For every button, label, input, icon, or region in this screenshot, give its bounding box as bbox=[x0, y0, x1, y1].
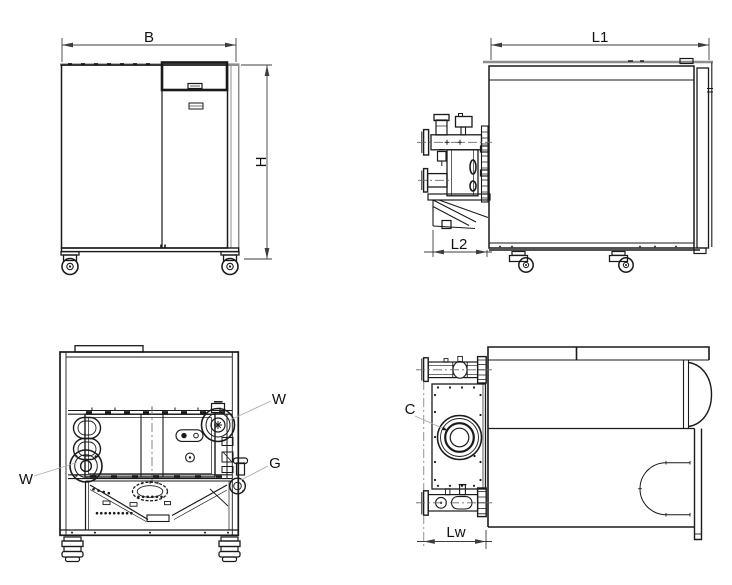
top-body bbox=[487, 346, 713, 541]
side-caster-rear bbox=[608, 250, 634, 273]
rear-foot-right bbox=[218, 536, 241, 563]
front-caster-left bbox=[60, 250, 80, 276]
side-hydraulic-assembly bbox=[417, 113, 492, 230]
dimension-l1: L1 bbox=[490, 29, 710, 60]
c-label: C bbox=[405, 401, 416, 418]
water-connection-lower bbox=[69, 449, 103, 483]
dimension-b: B bbox=[61, 29, 237, 62]
label-w-lower: W bbox=[19, 462, 78, 488]
dimension-lw-label: Lw bbox=[446, 524, 465, 541]
burner-chute-plate bbox=[427, 193, 491, 201]
arrowhead-icon bbox=[264, 248, 270, 259]
drain-valve bbox=[436, 150, 447, 162]
body-end-cap bbox=[688, 361, 713, 428]
arrowhead-icon bbox=[475, 539, 486, 544]
front-body bbox=[60, 61, 240, 253]
label-c: C bbox=[405, 401, 448, 431]
label-w-upper: W bbox=[229, 391, 287, 421]
side-view: L1 bbox=[417, 29, 713, 273]
flue-outlet bbox=[436, 414, 483, 461]
arrowhead-icon bbox=[433, 249, 444, 255]
dimension-b-label: B bbox=[144, 29, 154, 46]
nameplate bbox=[175, 429, 204, 442]
base-rail bbox=[60, 247, 240, 253]
top-pipe-upper bbox=[416, 355, 492, 384]
water-connection-upper bbox=[200, 401, 236, 443]
side-body bbox=[483, 57, 713, 255]
rear-panel bbox=[696, 67, 710, 249]
gas-connection bbox=[228, 457, 249, 495]
arrowhead-icon bbox=[225, 42, 236, 48]
g-label: G bbox=[269, 455, 281, 472]
rear-foot-left bbox=[61, 536, 84, 563]
top-pipe-lower bbox=[416, 483, 492, 518]
sensor-box bbox=[454, 115, 473, 128]
label-g: G bbox=[240, 455, 281, 481]
arrowhead-icon bbox=[264, 65, 270, 76]
rear-body-outline bbox=[59, 345, 240, 537]
rear-hopper bbox=[60, 480, 239, 534]
arrowhead-icon bbox=[476, 249, 487, 255]
grate bbox=[131, 481, 169, 502]
w-upper-label: W bbox=[272, 391, 287, 408]
arrowhead-icon bbox=[62, 42, 73, 48]
leader-arrowhead-icon bbox=[441, 426, 448, 431]
top-rear-panel bbox=[431, 383, 487, 490]
dimension-l1-label: L1 bbox=[592, 29, 609, 46]
side-caster-front bbox=[508, 250, 534, 273]
wall-flange-strip bbox=[480, 125, 489, 203]
bolted-flange bbox=[476, 487, 487, 518]
dimension-l2: L2 bbox=[424, 230, 492, 257]
dimension-h-label: H bbox=[253, 157, 270, 168]
arrowhead-icon bbox=[423, 539, 435, 544]
air-vent-valve bbox=[435, 119, 448, 136]
obround-port bbox=[72, 437, 102, 461]
control-panel bbox=[160, 61, 229, 92]
hinge-detail bbox=[679, 57, 694, 65]
pump-block bbox=[446, 149, 479, 197]
front-caster-right bbox=[220, 250, 240, 276]
top-view: Lw C bbox=[405, 346, 713, 549]
dimension-h: H bbox=[241, 64, 272, 260]
display-slot bbox=[187, 82, 203, 90]
arrowhead-icon bbox=[698, 42, 709, 48]
rear-heat-exchanger bbox=[68, 401, 236, 483]
dimension-lw: Lw bbox=[417, 381, 492, 549]
w-lower-label: W bbox=[19, 471, 34, 488]
arrowhead-icon bbox=[491, 42, 502, 48]
dimension-l2-label: L2 bbox=[451, 236, 468, 253]
top-tab bbox=[74, 345, 144, 353]
front-view: B bbox=[60, 29, 272, 276]
rear-channel bbox=[693, 428, 703, 541]
rear-view: W W G bbox=[19, 345, 287, 563]
